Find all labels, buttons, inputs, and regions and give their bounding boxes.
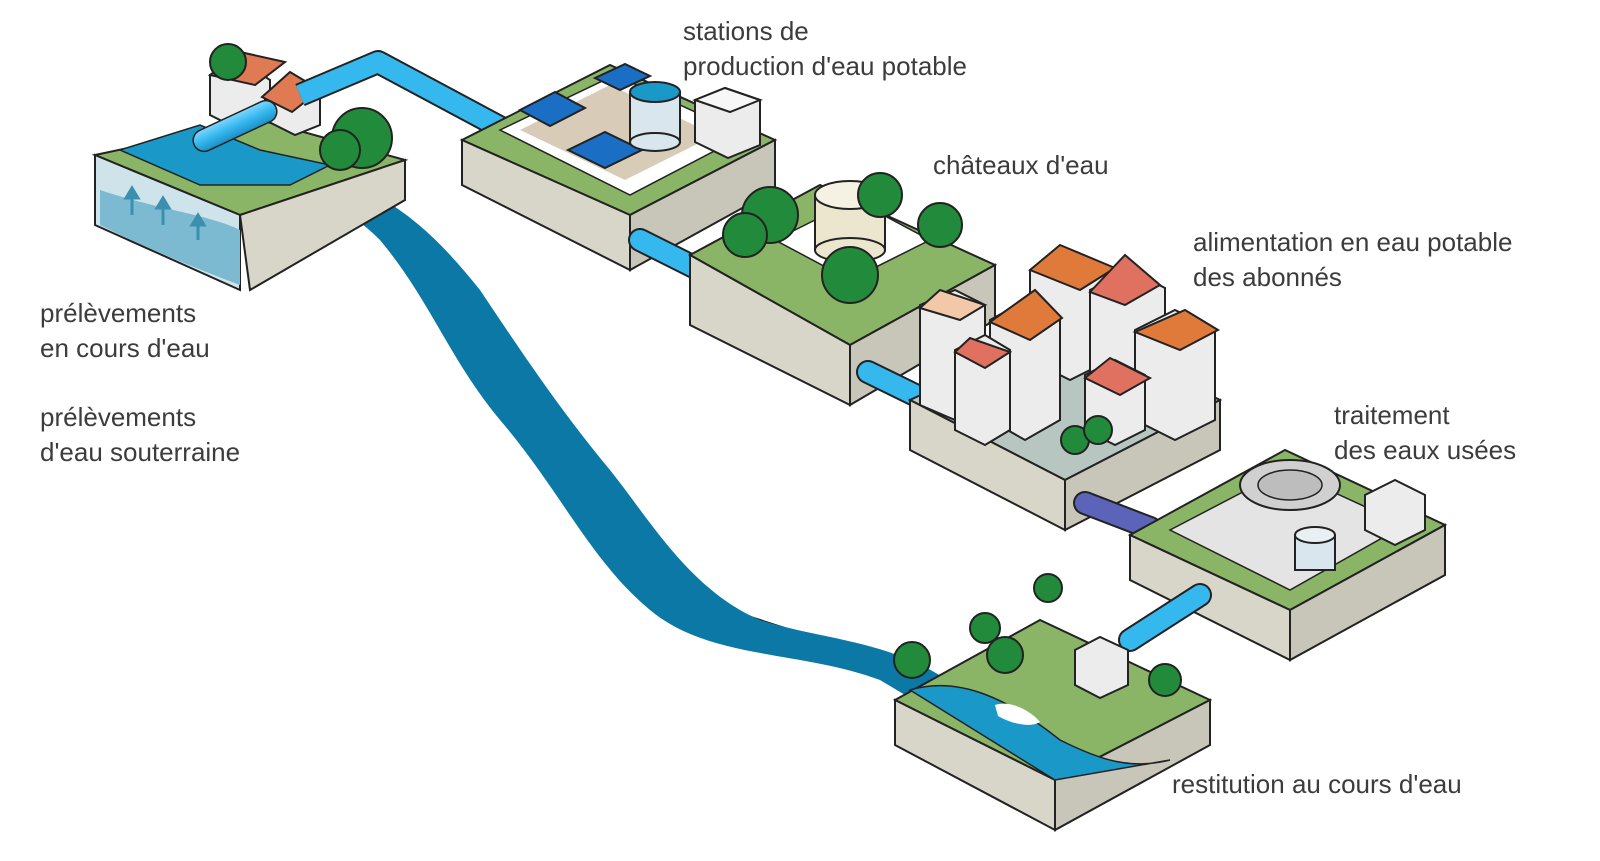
label-line: d'eau souterraine bbox=[40, 437, 241, 467]
tree-icon bbox=[893, 573, 1182, 697]
label-line: des eaux usées bbox=[1334, 435, 1517, 465]
treatment-block bbox=[1127, 448, 1448, 662]
tree-icon bbox=[722, 172, 963, 304]
label-alimentation: alimentation en eau potable des abonnés bbox=[1193, 225, 1512, 295]
town-block bbox=[907, 243, 1223, 532]
label-chateaux: châteaux d'eau bbox=[933, 148, 1109, 183]
building-icon bbox=[1364, 478, 1426, 547]
reservoir-tank-icon bbox=[629, 81, 681, 152]
label-prelevements-cours: prélèvements en cours d'eau bbox=[40, 296, 210, 366]
label-line: production d'eau potable bbox=[683, 51, 967, 81]
discharge-splash-icon bbox=[995, 703, 1040, 725]
label-stations: stations de production d'eau potable bbox=[683, 14, 967, 84]
label-line: prélèvements bbox=[40, 402, 197, 432]
intake-block bbox=[91, 43, 409, 292]
clarifier-icon bbox=[1239, 459, 1341, 511]
label-line: des abonnés bbox=[1193, 262, 1342, 292]
building-icon bbox=[1074, 635, 1129, 700]
groundwater-arrow-icons bbox=[123, 185, 207, 240]
river-body bbox=[190, 156, 960, 710]
label-restitution: restitution au cours d'eau bbox=[1172, 767, 1462, 802]
label-line: alimentation en eau potable bbox=[1193, 227, 1513, 257]
label-traitement: traitement des eaux usées bbox=[1334, 398, 1516, 468]
building-icon bbox=[918, 243, 1221, 447]
filter-basin-icon bbox=[517, 62, 653, 170]
outlet-block bbox=[892, 573, 1213, 832]
building-icon bbox=[692, 86, 763, 160]
tree-icon bbox=[1060, 415, 1113, 455]
label-line: traitement bbox=[1334, 400, 1450, 430]
tank-icon bbox=[1294, 526, 1336, 571]
label-line: stations de bbox=[683, 16, 809, 46]
station-block bbox=[459, 62, 778, 272]
label-line: en cours d'eau bbox=[40, 333, 210, 363]
intake-pipe bbox=[192, 99, 278, 153]
label-prelevements-souterraine: prélèvements d'eau souterraine bbox=[40, 400, 240, 470]
tree-icon bbox=[209, 43, 393, 171]
label-line: châteaux d'eau bbox=[933, 150, 1109, 180]
label-line: restitution au cours d'eau bbox=[1172, 769, 1462, 799]
label-line: prélèvements bbox=[40, 298, 197, 328]
